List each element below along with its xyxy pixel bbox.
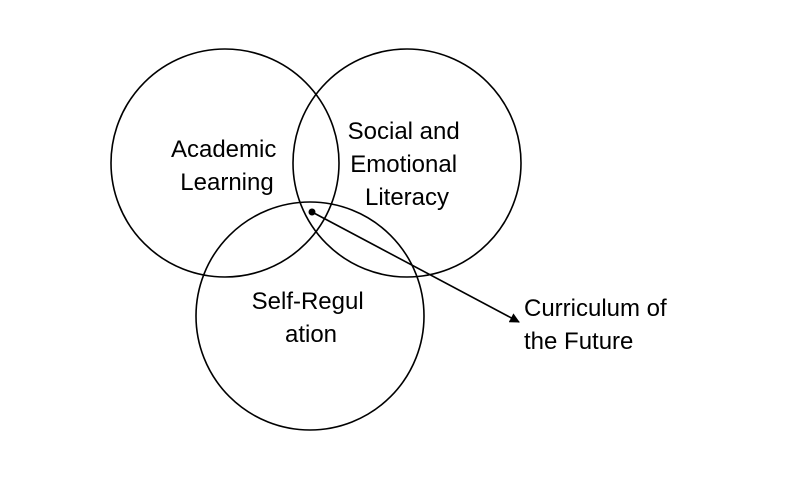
circle-self-regulation bbox=[195, 201, 425, 431]
label-academic-learning-line-1: Academic bbox=[171, 136, 276, 163]
label-self-regulation-line-1: Self-Regul bbox=[252, 288, 364, 315]
circle-academic-learning bbox=[110, 48, 340, 278]
callout-arrow bbox=[311, 211, 520, 323]
callout-line-1: Curriculum of bbox=[524, 295, 667, 322]
label-curriculum-of-the-future: Curriculum of the Future bbox=[524, 295, 673, 355]
label-academic-learning: Academic Learning bbox=[171, 136, 283, 196]
label-academic-learning-line-2: Learning bbox=[180, 169, 273, 196]
circle-social-emotional-literacy bbox=[292, 48, 522, 278]
label-social-line-2: Emotional bbox=[350, 151, 457, 178]
label-social-line-3: Literacy bbox=[365, 184, 449, 211]
callout-line-2: the Future bbox=[524, 328, 633, 355]
label-self-regulation: Self-Regul ation bbox=[252, 288, 371, 348]
label-self-regulation-line-2: ation bbox=[285, 321, 337, 348]
label-social-emotional-literacy: Social and Emotional Literacy bbox=[348, 118, 467, 211]
label-social-line-1: Social and bbox=[348, 118, 460, 145]
